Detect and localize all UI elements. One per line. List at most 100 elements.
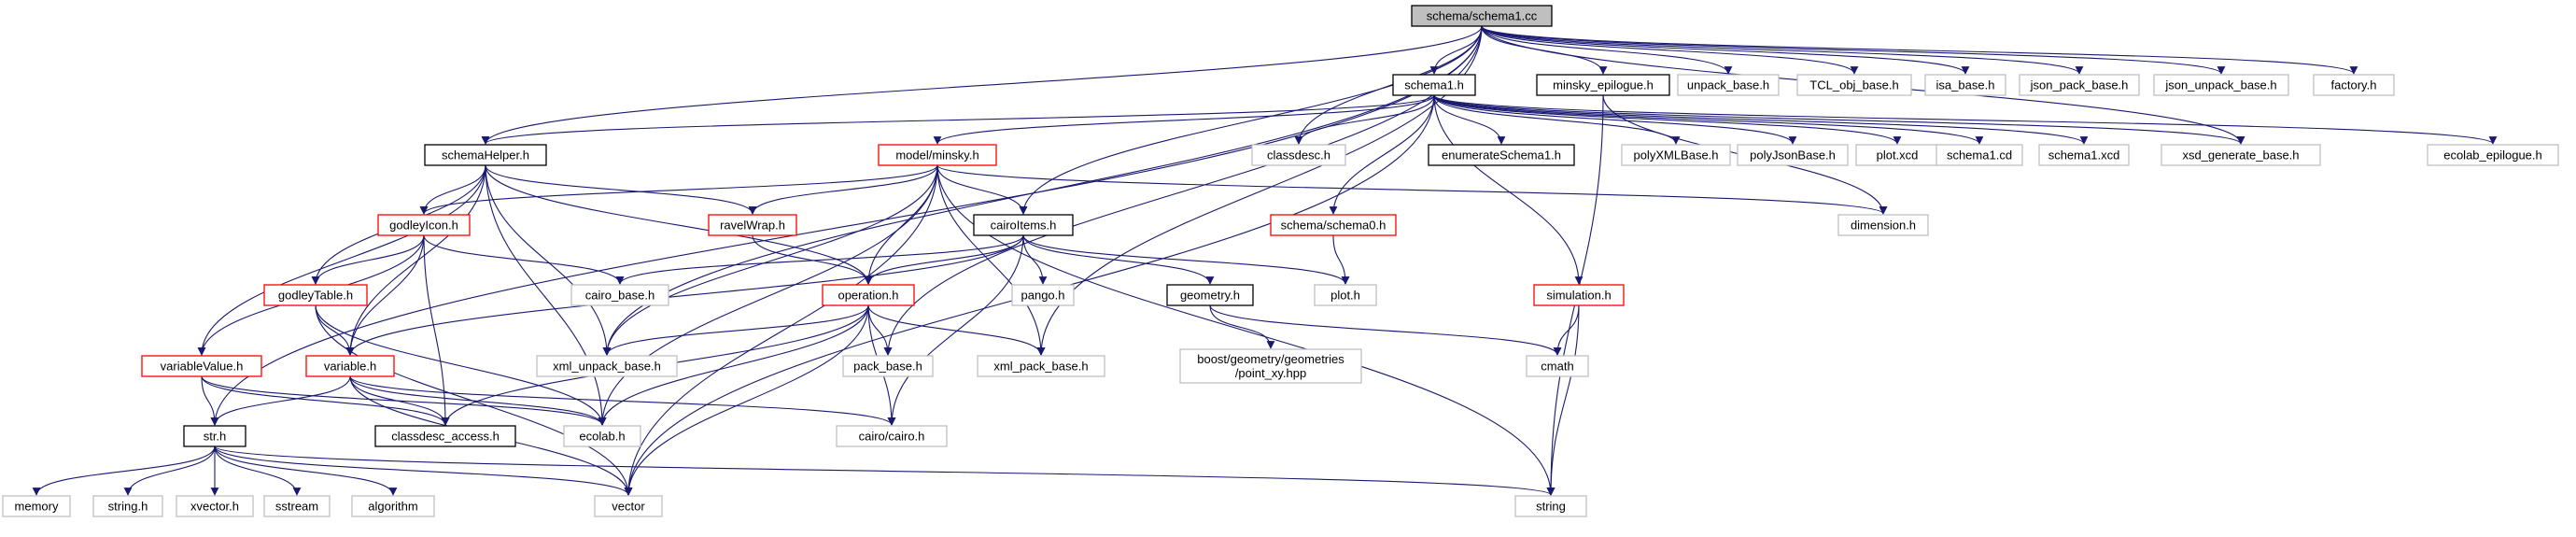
node-box-ecolabEpilogue (2427, 144, 2559, 166)
node-boostPoint[interactable]: boost/geometry/geometries/point_xy.hpp (1179, 348, 1362, 384)
edge-root-to-unpackBase (1481, 25, 1733, 75)
node-ecolabEpilogue[interactable]: ecolab_epilogue.h (2427, 144, 2559, 166)
node-geometry[interactable]: geometry.h (1166, 284, 1254, 306)
node-isaBase[interactable]: isa_base.h (1924, 74, 2006, 96)
node-strh[interactable]: str.h (183, 425, 246, 447)
node-classdesc[interactable]: classdesc.h (1251, 144, 1346, 166)
node-factory[interactable]: factory.h (2313, 74, 2395, 96)
edge-schemaHelper-to-operation (485, 164, 873, 285)
node-jsonUnpackBase[interactable]: json_unpack_base.h (2153, 74, 2289, 96)
node-label-simulation: simulation.h (1546, 289, 1611, 303)
node-jsonPackBase[interactable]: json_pack_base.h (2019, 74, 2140, 96)
node-label-sstream: sstream (275, 500, 318, 514)
edge-operation-to-packBase (867, 304, 893, 356)
edge-schema1h-to-polyXMLBase (1433, 94, 1681, 145)
edge-schemaHelper-to-xmlUnpackBase (485, 164, 612, 356)
edge-root-to-classdesc (1294, 25, 1483, 145)
node-box-schema1h (1392, 74, 1476, 96)
node-string[interactable]: string (1514, 495, 1587, 517)
edge-schemaHelper-to-variableValue (197, 164, 486, 356)
node-label-vector: vector (612, 500, 645, 514)
node-schema0[interactable]: schema/schema0.h (1270, 214, 1397, 236)
node-schema1Xcd[interactable]: schema1.xcd (2038, 144, 2130, 166)
edge-root-to-jsonPackBase (1481, 25, 2084, 75)
node-minskyEpilogue[interactable]: minsky_epilogue.h (1536, 74, 1670, 96)
node-sstream[interactable]: sstream (263, 495, 331, 517)
node-pango[interactable]: pango.h (1011, 284, 1075, 306)
node-label-boostPoint: boost/geometry/geometries (1197, 352, 1344, 366)
nodes-layer: schema/schema1.cc schema1.h minsky_epilogu… (2, 5, 2559, 517)
node-box-geometry (1166, 284, 1254, 306)
node-algorithm[interactable]: algorithm (351, 495, 435, 517)
node-tclObjBase[interactable]: TCL_obj_base.h (1796, 74, 1912, 96)
edge-schema1h-to-enumerateSchema1 (1433, 94, 1506, 145)
node-xsdGenerateBase[interactable]: xsd_generate_base.h (2161, 144, 2321, 166)
node-schema1Cd[interactable]: schema1.cd (1936, 144, 2023, 166)
node-enumerateSchema1[interactable]: enumerateSchema1.h (1428, 144, 1575, 166)
node-classdescAccess[interactable]: classdesc_access.h (374, 425, 516, 447)
node-box-string (1514, 495, 1587, 517)
node-unpackBase[interactable]: unpack_base.h (1677, 74, 1780, 96)
node-dimension[interactable]: dimension.h (1837, 214, 1929, 236)
edge-operation-to-ecolab (598, 304, 869, 426)
node-cmath[interactable]: cmath (1526, 355, 1589, 377)
edge-cairoItems-to-cairoCairo (887, 234, 1024, 426)
node-schemaHelper[interactable]: schemaHelper.h (424, 144, 547, 166)
node-label-cairoBase: cairo_base.h (585, 289, 655, 303)
node-cairoItems[interactable]: cairoItems.h (973, 214, 1074, 236)
node-xmlPackBase[interactable]: xml_pack_base.h (977, 355, 1105, 377)
node-label-jsonPackBase: json_pack_base.h (2030, 78, 2129, 92)
node-box-schema1Xcd (2038, 144, 2130, 166)
edge-ravelWrap-to-operation (752, 234, 873, 285)
node-plotXcd[interactable]: plot.xcd (1855, 144, 1939, 166)
node-godleyTable[interactable]: godleyTable.h (263, 284, 368, 306)
edge-root-to-tclObjBase (1481, 25, 1859, 75)
node-memory[interactable]: memory (2, 495, 71, 517)
node-label-variable: variable.h (324, 360, 376, 374)
edge-cairoItems-to-operation (864, 234, 1024, 285)
edge-strh-to-vector (214, 445, 633, 496)
node-operation[interactable]: operation.h (822, 284, 915, 306)
node-root[interactable]: schema/schema1.cc (1411, 5, 1553, 27)
edge-modelMinsky-to-cairoItems (936, 164, 1028, 215)
node-cairoBase[interactable]: cairo_base.h (570, 284, 669, 306)
node-label-algorithm: algorithm (368, 500, 417, 514)
node-box-variable (305, 355, 395, 377)
edge-strh-to-string (214, 445, 1555, 496)
node-box-polyXMLBase (1621, 144, 1731, 166)
node-box-jsonPackBase (2019, 74, 2140, 96)
node-variable[interactable]: variable.h (305, 355, 395, 377)
node-ravelWrap[interactable]: ravelWrap.h (708, 214, 797, 236)
node-simulation[interactable]: simulation.h (1533, 284, 1625, 306)
edge-cairoItems-to-pango (1022, 234, 1048, 285)
node-xmlUnpackBase[interactable]: xml_unpack_base.h (536, 355, 678, 377)
node-ploth[interactable]: plot.h (1314, 284, 1377, 306)
node-packBase[interactable]: pack_base.h (842, 355, 934, 377)
edge-schema1h-to-schema1Xcd (1433, 94, 2089, 145)
node-variableValue[interactable]: variableValue.h (141, 355, 262, 377)
node-box-stringh (92, 495, 163, 517)
node-schema1h[interactable]: schema1.h (1392, 74, 1476, 96)
edge-schema1h-to-classdesc (1294, 94, 1435, 145)
node-xvector[interactable]: xvector.h (176, 495, 254, 517)
node-box-cairoBase (570, 284, 669, 306)
node-polyXMLBase[interactable]: polyXMLBase.h (1621, 144, 1731, 166)
node-box-schemaHelper (424, 144, 547, 166)
node-label-strh: str.h (204, 430, 227, 444)
edge-schema1h-to-modelMinsky (933, 94, 1435, 145)
edge-godleyTable-to-ecolab (315, 304, 607, 426)
node-box-root (1411, 5, 1553, 27)
node-polyJsonBase[interactable]: polyJsonBase.h (1737, 144, 1849, 166)
node-label-cairoItems: cairoItems.h (991, 219, 1057, 233)
edge-geometry-to-cmath (1209, 304, 1562, 356)
node-box-pango (1011, 284, 1075, 306)
node-modelMinsky[interactable]: model/minsky.h (878, 144, 997, 166)
node-cairoCairo[interactable]: cairo/cairo.h (836, 425, 948, 447)
edge-variable-to-strh (210, 375, 351, 426)
node-label-classdesc: classdesc.h (1267, 148, 1330, 163)
node-stringh[interactable]: string.h (92, 495, 163, 517)
node-ecolab[interactable]: ecolab.h (563, 425, 641, 447)
node-box-polyJsonBase (1737, 144, 1849, 166)
node-vector[interactable]: vector (594, 495, 663, 517)
node-godleyIcon[interactable]: godleyIcon.h (377, 214, 471, 236)
